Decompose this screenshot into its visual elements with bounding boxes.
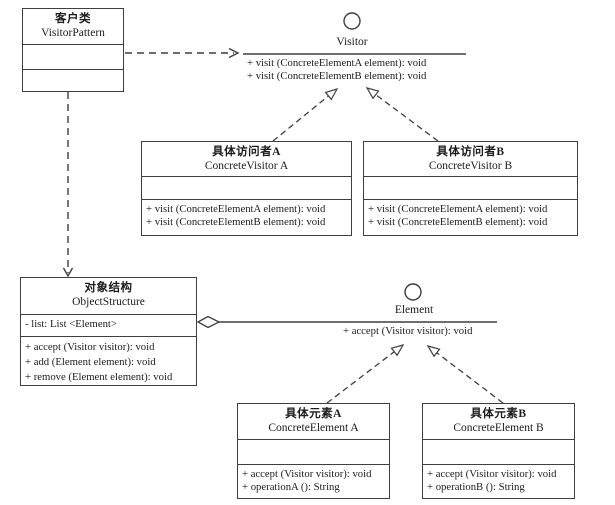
attributes-compartment-empty bbox=[364, 176, 577, 199]
class-name-cn: 对象结构 bbox=[84, 282, 133, 294]
realization-arrowhead-icon bbox=[324, 88, 339, 101]
realization-line-visitor-b bbox=[375, 94, 439, 142]
realization-arrowhead-icon bbox=[365, 87, 380, 100]
method-line: + accept (Visitor visitor): void bbox=[242, 468, 372, 480]
method-line: + visit (ConcreteElementA element): void bbox=[146, 203, 326, 215]
class-name-en: VisitorPattern bbox=[41, 27, 105, 39]
class-name-en: ObjectStructure bbox=[72, 296, 145, 308]
method-line: + visit (ConcreteElementB element): void bbox=[146, 216, 326, 228]
method-line: + accept (Visitor visitor): void bbox=[427, 468, 557, 480]
methods-compartment-empty bbox=[23, 69, 123, 93]
methods-compartment: + visit (ConcreteElementA element): void… bbox=[142, 199, 351, 237]
class-name-cn: 客户类 bbox=[55, 13, 91, 25]
interface-methods-visitor: + visit (ConcreteElementA element): void… bbox=[247, 57, 426, 83]
class-box-objectstructure: 对象结构 ObjectStructure - list: List <Eleme… bbox=[20, 277, 197, 386]
attribute-line: - list: List <Element> bbox=[25, 318, 117, 330]
class-box-concretevisitor-a: 具体访问者A ConcreteVisitor A + visit (Concre… bbox=[141, 141, 352, 236]
attributes-compartment-empty bbox=[238, 439, 389, 464]
method-line: + operationB (): String bbox=[427, 481, 525, 493]
realization-line-element-b bbox=[436, 352, 504, 404]
attributes-compartment: - list: List <Element> bbox=[21, 314, 196, 336]
class-title: 具体访问者A ConcreteVisitor A bbox=[142, 142, 351, 176]
attributes-compartment-empty bbox=[23, 44, 123, 69]
class-title: 具体元素B ConcreteElement B bbox=[423, 404, 574, 439]
method-line: + remove (Element element): void bbox=[25, 371, 173, 383]
class-name-cn: 具体元素B bbox=[470, 408, 527, 420]
class-name-cn: 具体访问者B bbox=[436, 146, 505, 158]
realization-arrowhead-icon bbox=[390, 344, 405, 357]
realization-line-element-a bbox=[326, 351, 395, 404]
methods-compartment: + visit (ConcreteElementA element): void… bbox=[364, 199, 577, 237]
class-title: 具体元素A ConcreteElement A bbox=[238, 404, 389, 439]
class-box-concreteelement-a: 具体元素A ConcreteElement A + accept (Visito… bbox=[237, 403, 390, 499]
method-line: + add (Element element): void bbox=[25, 356, 156, 368]
method-line: + visit (ConcreteElementA element): void bbox=[368, 203, 548, 215]
class-box-concreteelement-b: 具体元素B ConcreteElement B + accept (Visito… bbox=[422, 403, 575, 499]
method-line: + operationA (): String bbox=[242, 481, 340, 493]
aggregation-diamond-icon bbox=[196, 315, 221, 329]
interface-name-visitor: Visitor bbox=[336, 36, 368, 48]
class-name-en: ConcreteElement B bbox=[453, 422, 544, 434]
interface-circle-icon bbox=[343, 12, 361, 30]
realization-line-visitor-a bbox=[272, 95, 329, 142]
attributes-compartment-empty bbox=[423, 439, 574, 464]
methods-compartment: + accept (Visitor visitor): void + opera… bbox=[238, 464, 389, 500]
class-name-cn: 具体访问者A bbox=[212, 146, 281, 158]
class-title: 具体访问者B ConcreteVisitor B bbox=[364, 142, 577, 176]
method-line: + visit (ConcreteElementA element): void bbox=[247, 57, 427, 69]
class-name-en: ConcreteVisitor A bbox=[204, 160, 289, 172]
realization-arrowhead-icon bbox=[426, 345, 441, 358]
dependency-arrowhead-icon bbox=[62, 267, 74, 278]
class-box-visitorpattern: 客户类 VisitorPattern bbox=[22, 8, 124, 92]
interface-circle-icon bbox=[404, 283, 422, 301]
method-line: + accept (Visitor visitor): void bbox=[343, 325, 473, 337]
methods-compartment: + accept (Visitor visitor): void + add (… bbox=[21, 336, 196, 387]
class-name-en: ConcreteElement A bbox=[268, 422, 359, 434]
method-line: + visit (ConcreteElementB element): void bbox=[247, 70, 427, 82]
method-line: + visit (ConcreteElementB element): void bbox=[368, 216, 548, 228]
dependency-arrowhead-icon bbox=[228, 47, 240, 59]
class-name-en: ConcreteVisitor B bbox=[428, 160, 513, 172]
class-box-concretevisitor-b: 具体访问者B ConcreteVisitor B + visit (Concre… bbox=[363, 141, 578, 236]
class-name-cn: 具体元素A bbox=[285, 408, 342, 420]
interface-methods-element: + accept (Visitor visitor): void bbox=[343, 325, 472, 338]
class-title: 客户类 VisitorPattern bbox=[23, 9, 123, 44]
method-line: + accept (Visitor visitor): void bbox=[25, 341, 155, 353]
interface-name-element: Element bbox=[394, 304, 434, 316]
methods-compartment: + accept (Visitor visitor): void + opera… bbox=[423, 464, 574, 500]
attributes-compartment-empty bbox=[142, 176, 351, 199]
class-title: 对象结构 ObjectStructure bbox=[21, 278, 196, 314]
